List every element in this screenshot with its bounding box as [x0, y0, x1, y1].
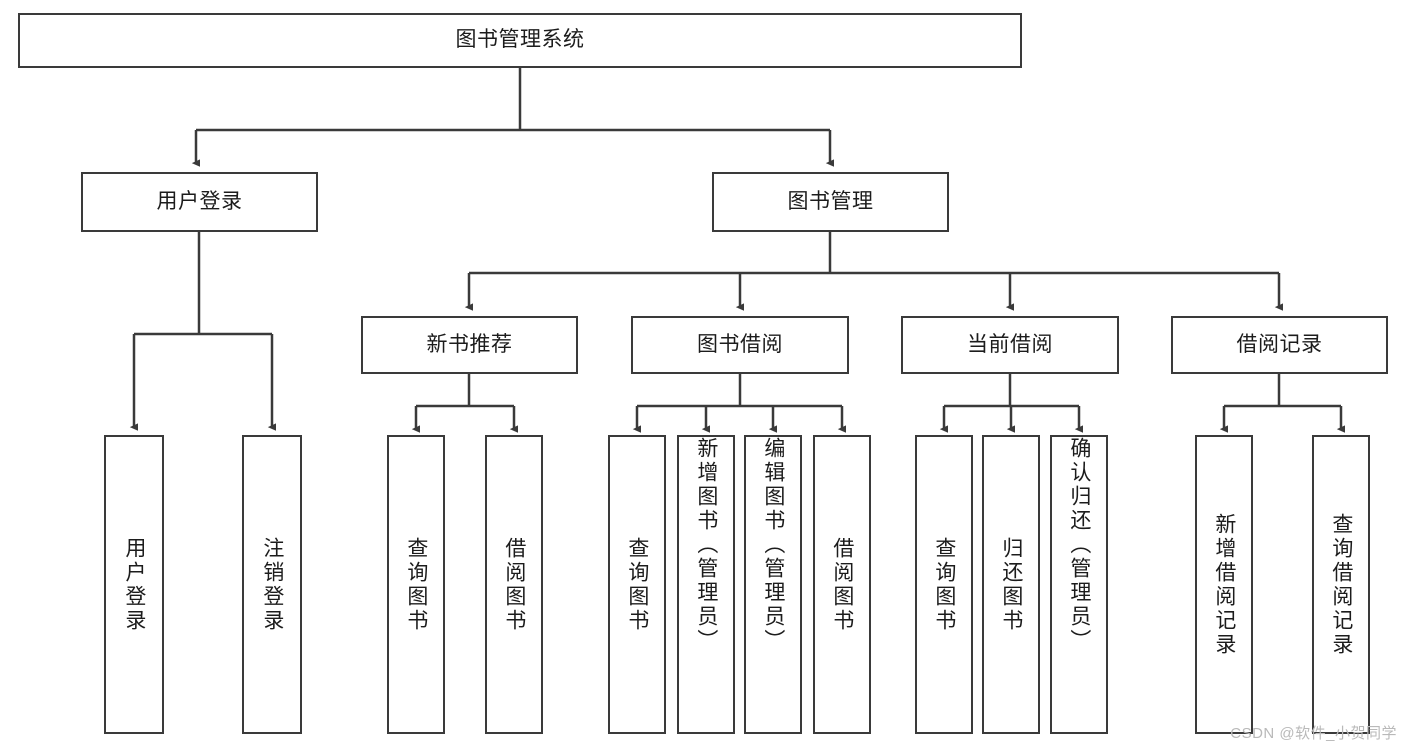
leaf-borrow-record-query[interactable]: 查询借阅记录 — [1312, 435, 1370, 734]
leaf-book-borrow-borrow[interactable]: 借阅图书 — [813, 435, 871, 734]
leaf-new-book-query[interactable]: 查询图书 — [387, 435, 445, 734]
leaf-label: 借阅图书 — [502, 536, 526, 633]
leaf-new-book-borrow[interactable]: 借阅图书 — [485, 435, 543, 734]
leaf-current-borrow-query[interactable]: 查询图书 — [915, 435, 973, 734]
node-new-book-recommend-label: 新书推荐 — [426, 332, 513, 356]
node-new-book-recommend[interactable]: 新书推荐 — [361, 316, 578, 374]
leaf-book-borrow-add[interactable]: 新增图书（管理员） — [677, 435, 735, 734]
leaf-label: 用户登录 — [122, 536, 146, 633]
leaf-label: 查询借阅记录 — [1329, 512, 1353, 657]
leaf-borrow-record-add[interactable]: 新增借阅记录 — [1195, 435, 1253, 734]
node-current-borrow-label: 当前借阅 — [967, 332, 1053, 356]
watermark-text: CSDN @软件_小贺同学 — [1230, 725, 1397, 742]
node-user-login-label: 用户登录 — [156, 189, 243, 213]
leaf-user-login-login[interactable]: 用户登录 — [104, 435, 164, 734]
node-book-manage[interactable]: 图书管理 — [712, 172, 949, 232]
node-user-login[interactable]: 用户登录 — [81, 172, 318, 232]
leaf-book-borrow-edit[interactable]: 编辑图书（管理员） — [744, 435, 802, 734]
leaf-label: 查询图书 — [404, 536, 428, 633]
node-book-manage-label: 图书管理 — [787, 189, 874, 213]
node-borrow-record-label: 借阅记录 — [1236, 332, 1323, 356]
node-book-borrow[interactable]: 图书借阅 — [631, 316, 849, 374]
leaf-label: 查询图书 — [932, 536, 956, 633]
leaf-label: 归还图书 — [999, 536, 1023, 633]
leaf-user-login-logout[interactable]: 注销登录 — [242, 435, 302, 734]
leaf-label: 新增借阅记录 — [1212, 512, 1236, 657]
node-root-label: 图书管理系统 — [455, 28, 585, 52]
node-root[interactable]: 图书管理系统 — [18, 13, 1022, 68]
node-current-borrow[interactable]: 当前借阅 — [901, 316, 1119, 374]
leaf-label: 注销登录 — [260, 536, 284, 633]
node-borrow-record[interactable]: 借阅记录 — [1171, 316, 1388, 374]
leaf-label: 编辑图书（管理员） — [761, 437, 785, 653]
node-book-borrow-label: 图书借阅 — [697, 332, 783, 356]
leaf-current-borrow-return[interactable]: 归还图书 — [982, 435, 1040, 734]
leaf-book-borrow-query[interactable]: 查询图书 — [608, 435, 666, 734]
leaf-label: 查询图书 — [625, 536, 649, 633]
leaf-label: 借阅图书 — [830, 536, 854, 633]
leaf-label: 确认归还（管理员） — [1067, 437, 1091, 653]
leaf-current-borrow-confirm[interactable]: 确认归还（管理员） — [1050, 435, 1108, 734]
leaf-label: 新增图书（管理员） — [694, 437, 718, 653]
